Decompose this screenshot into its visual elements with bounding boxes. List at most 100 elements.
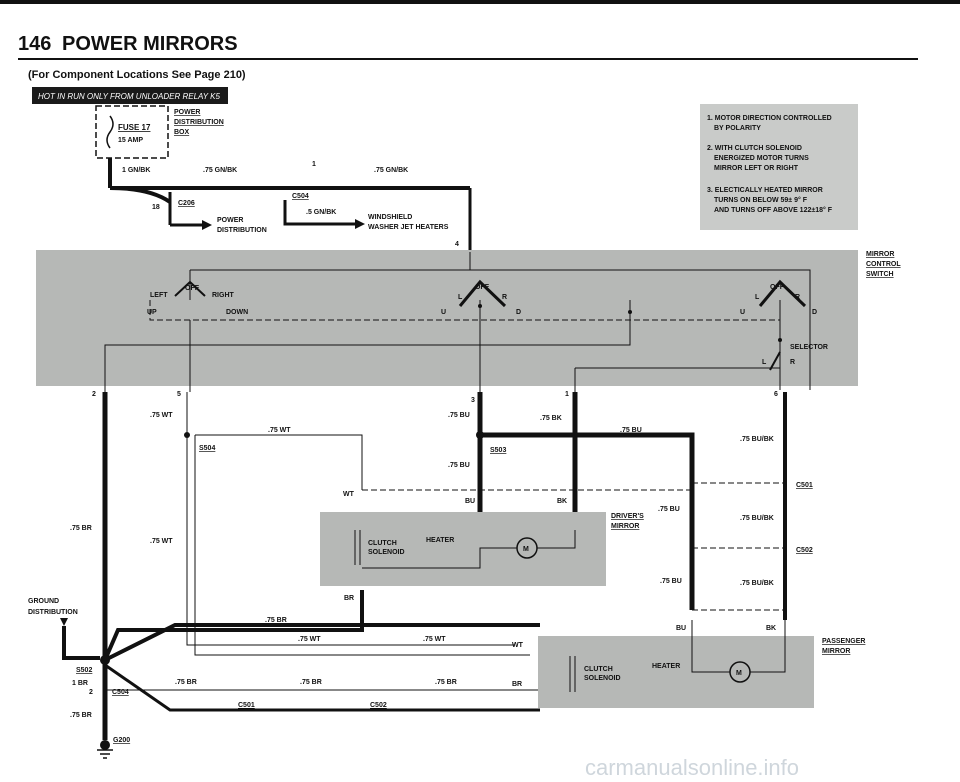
label-br-6: .75 BR [70,712,92,719]
power-box-label-1: POWER [174,109,200,116]
note-1-line-1: 1. MOTOR DIRECTION CONTROLLED [707,115,832,122]
label-br-4: .75 BR [300,679,322,686]
connector-labels: S504 S503 C501 C502 C501 C502 S502 C504 … [76,445,813,744]
selector-label: SELECTOR [790,344,828,351]
page-title: POWER MIRRORS [62,33,238,55]
power-banner [32,87,228,104]
windshield-label-2: WASHER JET HEATERS [368,224,449,231]
wire-label-1gnbk: 1 GN/BK [122,167,150,174]
u-label-right: U [740,309,745,316]
u-label-mid: U [441,309,446,316]
pin-1-out: 1 [565,391,569,398]
label-bubk-3: .75 BU/BK [740,580,774,587]
down-label: DOWN [226,309,248,316]
label-br-1: .75 BR [70,525,92,532]
power-box-label-2: DISTRIBUTION [174,119,224,126]
drivers-heater-label: HEATER [426,537,454,544]
drivers-pin-wt: WT [343,491,355,498]
selector-r: R [790,359,795,366]
power-dist-label-1: POWER [217,217,243,224]
splice-s502: S502 [76,667,92,674]
drivers-motor-label: M [523,546,529,553]
pin-2: 2 [92,391,96,398]
right-label: RIGHT [212,292,235,299]
connector-c206: C206 [178,200,195,207]
switch-internal-wiring [104,252,811,392]
fuse-name: FUSE 17 [118,123,151,132]
pin-6: 6 [774,391,778,398]
drivers-solenoid-label: SOLENOID [368,549,405,556]
drivers-mirror-box [320,512,606,586]
label-bu-3: .75 BU [620,427,642,434]
passenger-mirror-label-1: PASSENGER [822,638,865,645]
wire-label-gnbk-right: .75 GN/BK [374,167,408,174]
label-bu-1: .75 BU [448,412,470,419]
label-bk-1: .75 BK [540,415,562,422]
title-rule [18,58,918,60]
passenger-pin-bk: BK [766,625,776,632]
power-dist-label-2: DISTRIBUTION [217,227,267,234]
off-label-left: OFF [185,285,200,292]
drivers-pin-br: BR [344,595,354,602]
label-bu-2: .75 BU [448,462,470,469]
label-br-2: .75 BR [265,617,287,624]
connector-c502-right: C502 [796,547,813,554]
label-wt-2: .75 WT [268,427,291,434]
splice-s504: S504 [199,445,215,452]
page-number: 146 [18,33,51,55]
off-label-mid: OFF [475,284,490,291]
pin-18: 18 [152,204,160,211]
ground-arrow-icon [60,618,68,626]
label-wt-5: .75 WT [423,636,446,643]
splice-s503: S503 [490,447,506,454]
watermark: carmanualsonline.info [585,755,799,780]
drivers-clutch-label: CLUTCH [368,540,397,547]
mirror-control-switch-box [36,250,858,386]
pin-3: 3 [471,397,475,404]
ground-dist-label-2: DISTRIBUTION [28,609,78,616]
fuse-icon [106,115,114,149]
ground-dist-label-1: GROUND [28,598,59,605]
power-box-label-3: BOX [174,129,190,136]
ground-symbol-icon [97,749,113,759]
connector-c501-bottom: C501 [238,702,255,709]
selector-l: L [762,359,767,366]
note-3-line-1: 3. ELECTICALLY HEATED MIRROR [707,187,823,194]
label-wt-1: .75 WT [150,412,173,419]
switch-contacts: OFF LEFT RIGHT UP DOWN OFF L R U D OFF L… [147,279,828,371]
passenger-motor-label: M [736,670,742,677]
pin-1: 1 [312,161,316,168]
page-subtitle: (For Component Locations See Page 210) [28,69,246,81]
l-label-mid: L [458,294,463,301]
connector-c504-bottom: C504 [112,689,129,696]
passenger-clutch-label: CLUTCH [584,666,613,673]
l-label-right: L [755,294,760,301]
drivers-pin-bk: BK [557,498,567,505]
connector-c504-top: C504 [292,193,309,200]
label-bu-4: .75 BU [658,506,680,513]
control-switch-label-2: CONTROL [866,261,901,268]
control-switch-label-3: SWITCH [866,271,894,278]
passenger-solenoid-label: SOLENOID [584,675,621,682]
ground-g200: G200 [113,737,130,744]
label-br-3: .75 BR [175,679,197,686]
pin-2-c504: 2 [89,689,93,696]
note-2-line-1: 2. WITH CLUTCH SOLENOID [707,145,802,152]
passenger-pin-wt: WT [512,642,524,649]
up-label: UP [147,309,157,316]
notes: 1. MOTOR DIRECTION CONTROLLED BY POLARIT… [707,115,833,214]
label-bu-5: .75 BU [660,578,682,585]
windshield-label-1: WINDSHIELD [368,214,412,221]
note-1-line-2: BY POLARITY [714,125,761,132]
note-3-line-3: AND TURNS OFF ABOVE 122±18° F [714,206,833,214]
r-label-mid: R [502,294,507,301]
wire-labels: .75 WT .75 WT .75 WT .75 BU .75 BU .75 B… [70,412,774,719]
wire-label-5gnbk: .5 GN/BK [306,209,336,216]
passenger-pin-br: BR [512,681,522,688]
drivers-pin-bu: BU [465,498,475,505]
power-distribution-box [95,105,169,159]
note-3-line-2: TURNS ON BELOW 59± 9° F [714,196,808,204]
passenger-mirror-label-2: MIRROR [822,648,850,655]
wire-label-gnbk-left: .75 GN/BK [203,167,237,174]
